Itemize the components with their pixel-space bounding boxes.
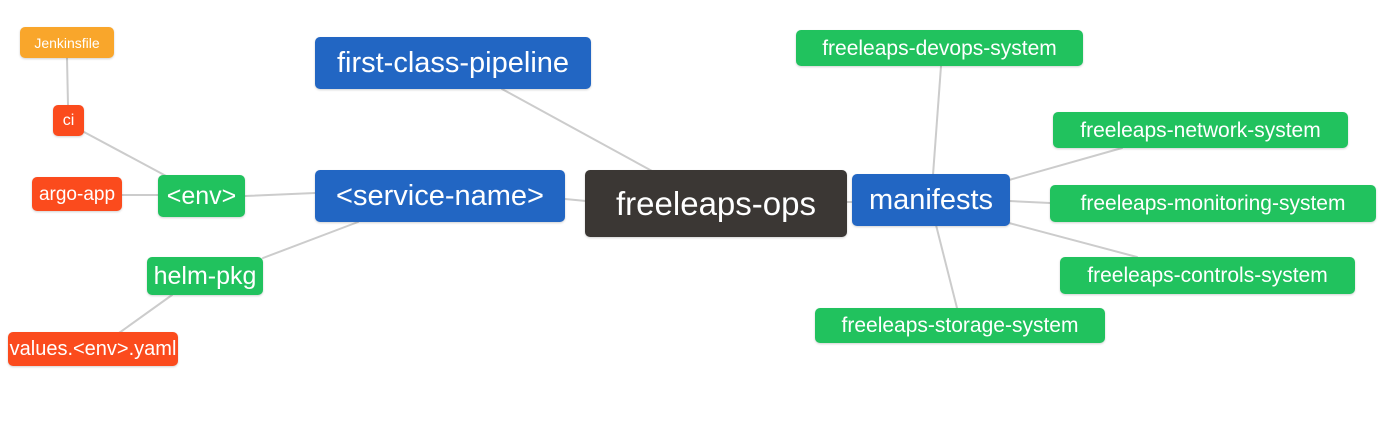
edge-values-env-yaml-to-helm-pkg	[118, 294, 173, 334]
node-label: freeleaps-network-system	[1080, 118, 1321, 142]
node-manifests[interactable]: manifests	[852, 174, 1010, 226]
node-label: <env>	[166, 181, 237, 210]
node-label: freeleaps-devops-system	[822, 36, 1057, 60]
node-service-name[interactable]: <service-name>	[315, 170, 565, 222]
node-label: manifests	[868, 183, 994, 216]
edge-env-to-service-name	[244, 192, 316, 197]
node-label: helm-pkg	[153, 261, 257, 290]
node-env[interactable]: <env>	[158, 175, 245, 217]
edge-manifests-to-freeleaps-controls-system	[1008, 222, 1138, 258]
node-label: first-class-pipeline	[336, 46, 570, 79]
node-label: freeleaps-ops	[616, 185, 816, 222]
edge-first-class-pipeline-to-freeleaps-ops	[501, 88, 653, 172]
edge-manifests-to-freeleaps-network-system	[1008, 147, 1123, 181]
node-values-env-yaml[interactable]: values.<env>.yaml	[8, 332, 178, 366]
node-freeleaps-network-system[interactable]: freeleaps-network-system	[1053, 112, 1348, 148]
edge-helm-pkg-to-service-name	[262, 221, 359, 259]
node-label: Jenkinsfile	[34, 34, 100, 51]
node-freeleaps-storage-system[interactable]: freeleaps-storage-system	[815, 308, 1105, 343]
node-label: <service-name>	[336, 179, 544, 212]
node-freeleaps-monitoring-system[interactable]: freeleaps-monitoring-system	[1050, 185, 1376, 222]
node-first-class-pipeline[interactable]: first-class-pipeline	[315, 37, 591, 89]
edge-service-name-to-freeleaps-ops	[564, 198, 587, 202]
edge-manifests-to-freeleaps-storage-system	[935, 224, 958, 309]
node-label: freeleaps-storage-system	[841, 314, 1079, 337]
node-label: ci	[62, 111, 75, 129]
node-label: freeleaps-controls-system	[1087, 264, 1328, 287]
node-freeleaps-devops-system[interactable]: freeleaps-devops-system	[796, 30, 1083, 66]
node-jenkinsfile[interactable]: Jenkinsfile	[20, 27, 114, 58]
node-label: argo-app	[38, 183, 116, 205]
edge-freeleaps-devops-system-to-manifests	[932, 65, 942, 176]
edge-jenkinsfile-to-ci	[66, 57, 69, 106]
edge-ci-to-env	[83, 131, 169, 178]
node-label: values.<env>.yaml	[9, 338, 177, 360]
node-argo-app[interactable]: argo-app	[32, 177, 122, 211]
node-freeleaps-controls-system[interactable]: freeleaps-controls-system	[1060, 257, 1355, 294]
edge-manifests-to-freeleaps-monitoring-system	[1008, 200, 1051, 204]
node-ci[interactable]: ci	[53, 105, 84, 136]
node-label: freeleaps-monitoring-system	[1080, 192, 1346, 215]
node-freeleaps-ops[interactable]: freeleaps-ops	[585, 170, 847, 237]
node-helm-pkg[interactable]: helm-pkg	[147, 257, 263, 295]
